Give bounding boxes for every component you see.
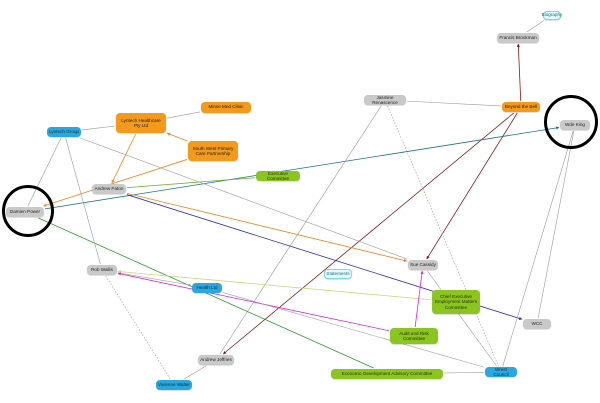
edge-jasmine-to-council: [387, 105, 499, 367]
edge-lyntech-to-minse: [166, 111, 201, 119]
edge-audit-to-sue: [414, 270, 424, 328]
edge-beyond-to-francis: [516, 43, 522, 102]
node-biography[interactable]: Biography: [542, 10, 562, 20]
highlight-ring-damien: [2, 185, 54, 237]
edge-andrewj-to-vivienne: [183, 365, 207, 380]
node-jasmine[interactable]: Jasmine Renascence: [364, 95, 406, 105]
node-health[interactable]: Health Ltd: [192, 283, 222, 293]
node-edac[interactable]: Economic Development Advisory Committee: [331, 369, 443, 379]
node-minse[interactable]: Minse Med Clinic: [201, 101, 251, 113]
edge-audit-to-rob: [117, 272, 390, 332]
node-statements[interactable]: Statements: [324, 269, 352, 279]
node-vivienne[interactable]: Vivienne Walter: [156, 380, 192, 390]
edge-jasmine-to-beyond: [406, 100, 502, 107]
edge-wde-to-wcc: [537, 130, 575, 319]
node-swpcp[interactable]: South West Primary Care Partnership: [188, 141, 238, 161]
edge-swpcp-to-lyntech: [166, 132, 188, 142]
edge-exec-to-andrewp: [126, 177, 256, 189]
node-audit[interactable]: Audit and Risk Committee: [390, 328, 438, 344]
node-lyntech[interactable]: Lyntech Healthcare Pty Ltd: [116, 113, 166, 133]
edge-lyntechgroup-to-rob: [65, 137, 101, 265]
edge-swpcp-to-damien: [43, 159, 188, 207]
edge-lyntechgroup-to-sue: [80, 137, 408, 260]
node-ceo[interactable]: Chief Executive Employment Matters Commi…: [432, 290, 480, 314]
edge-health-to-council: [222, 292, 485, 368]
edge-layer: [27, 20, 575, 380]
edge-francis-to-biography: [526, 20, 545, 33]
highlight-ring-wde: [544, 95, 598, 149]
edge-council-to-wde: [502, 130, 574, 367]
edge-rob-to-health: [117, 272, 192, 287]
edge-jasmine-to-andrewj: [219, 105, 382, 355]
node-andrewp[interactable]: Andrew Paton: [92, 184, 126, 194]
node-council[interactable]: Wrest Council: [485, 367, 517, 377]
edge-edac-to-council: [443, 371, 485, 374]
node-rob[interactable]: Rob Wallis: [87, 265, 117, 275]
edge-ceo-to-rob: [117, 270, 432, 301]
edge-andrewp-to-sue: [126, 192, 408, 263]
edge-lyntechgroup-to-lyntech: [81, 125, 116, 131]
edge-beyond-to-sue: [426, 112, 518, 260]
edge-damien-to-wde: [44, 126, 560, 210]
edge-sue-to-council: [427, 270, 497, 367]
edge-rob-to-vivienne: [105, 275, 171, 380]
node-exec[interactable]: Executive Committee: [256, 171, 300, 181]
node-francis[interactable]: Francis Brookman: [497, 33, 539, 43]
node-lyntechgroup[interactable]: Lyntech Group: [47, 127, 81, 137]
edge-lyntech-to-andrewp: [111, 133, 137, 184]
node-andrewj[interactable]: Andrew Jeffries: [198, 355, 234, 365]
node-beyond[interactable]: Beyond the Bell: [502, 102, 540, 112]
node-sue[interactable]: Sue Cassidy: [408, 260, 438, 270]
edge-beyond-to-andrewj: [222, 112, 515, 355]
node-wcc[interactable]: WCC: [523, 319, 551, 329]
